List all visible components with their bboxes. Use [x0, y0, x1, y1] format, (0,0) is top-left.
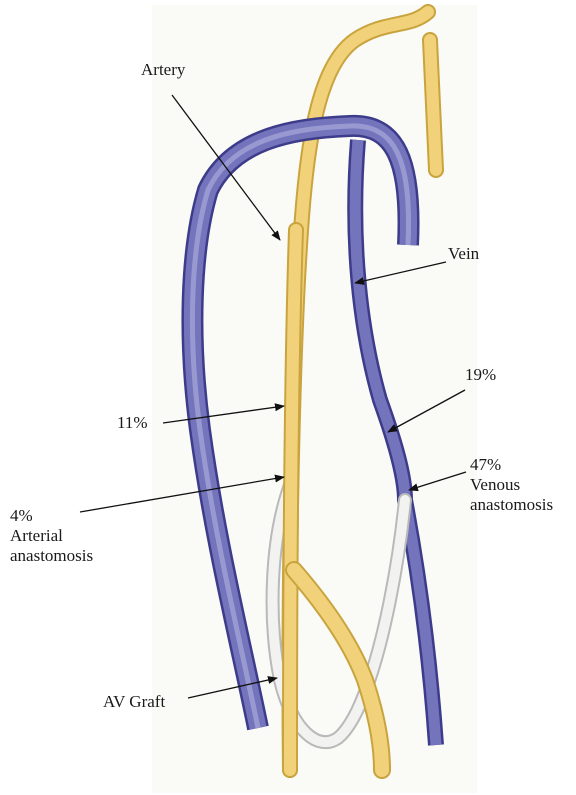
vein [192, 126, 436, 745]
av-graft-arrow [188, 678, 277, 698]
label-pct-11: 11% [117, 413, 148, 433]
pct-19-arrow [388, 390, 465, 432]
label-pct-47: 47% [470, 455, 501, 475]
artery-arrow [172, 95, 280, 240]
vein-arrow [355, 262, 446, 283]
pct-4-arrow [80, 477, 284, 512]
pct-47-arrow [409, 472, 466, 490]
pct-11-arrow [163, 406, 284, 423]
label-venous-anastomosis: Venous [470, 475, 520, 495]
label-arterial-anastomosis-2: anastomosis [10, 546, 93, 566]
label-venous-anastomosis-2: anastomosis [470, 495, 553, 515]
label-artery: Artery [141, 60, 185, 80]
label-arterial-anastomosis: Arterial [10, 526, 63, 546]
label-vein: Vein [448, 244, 479, 264]
label-pct-4: 4% [10, 506, 33, 526]
label-pct-19: 19% [465, 365, 496, 385]
label-av-graft: AV Graft [103, 692, 165, 712]
